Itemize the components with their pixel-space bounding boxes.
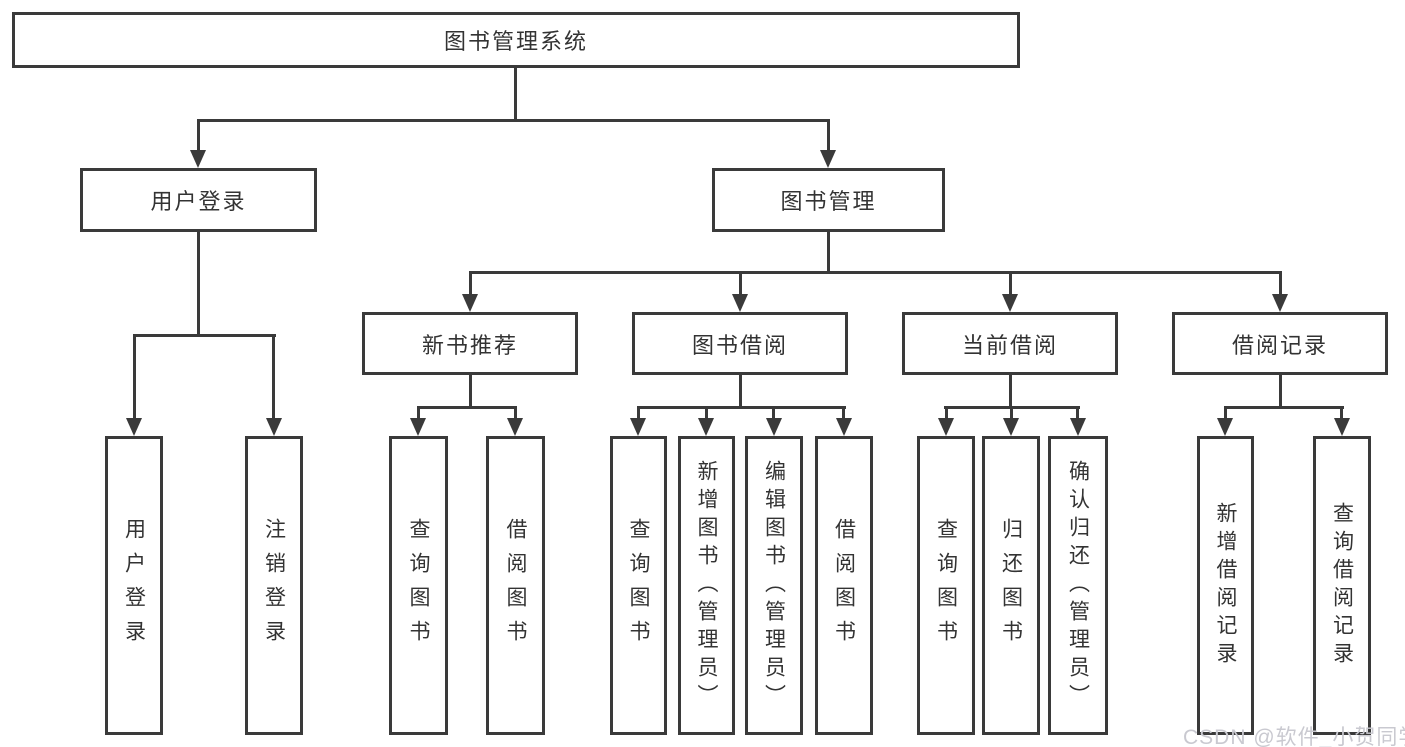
arrowhead-login [190,150,206,168]
leaf-newbook-borrow: 借阅图书 [486,436,545,735]
edge-records-trunk [1279,375,1282,408]
node-new-book-recommend: 新书推荐 [362,312,578,375]
edge-current-trunk [1009,375,1012,408]
edge-level3-bar [469,271,1282,274]
leaf-borrow-query: 查询图书 [610,436,667,735]
edge-mgmt-trunk [827,232,830,273]
edge-stem-leaf-b1 [514,406,517,420]
edge-stem-leaf-c3 [842,406,845,420]
edge-level2-bar [197,119,830,122]
edge-newbook-bar [417,406,517,409]
leaf-borrow-edit-admin: 编辑图书（管理员） [745,436,803,735]
node-book-borrow: 图书借阅 [632,312,848,375]
edge-stem-leaf-d1 [1010,406,1013,420]
leaf-borrow-borrow: 借阅图书 [815,436,873,735]
arrowhead-leaf-b0 [410,418,426,436]
arrowhead-leaf-e0 [1217,418,1233,436]
edge-newbook-trunk [469,375,472,408]
edge-stem-mgmt [827,119,830,152]
node-book-management: 图书管理 [712,168,945,232]
edge-login-bar [133,334,276,337]
arrowhead-leaf-b1 [507,418,523,436]
edge-root-trunk [514,68,517,122]
arrowhead-leaf-d2 [1070,418,1086,436]
edge-stem-leaf-a0 [133,334,136,420]
edge-stem-login [197,119,200,152]
leaf-current-confirm-admin: 确认归还（管理员） [1048,436,1108,735]
arrowhead-leaf-a1 [266,418,282,436]
arrowhead-mgmt [820,150,836,168]
arrowhead-l3-2 [1002,294,1018,312]
leaf-borrow-add-admin: 新增图书（管理员） [678,436,735,735]
edge-login-trunk [197,232,200,336]
edge-records-bar [1224,406,1344,409]
edge-stem-leaf-b0 [417,406,420,420]
edge-stem-l3-1 [739,271,742,296]
arrowhead-leaf-e1 [1334,418,1350,436]
arrowhead-l3-0 [462,294,478,312]
edge-stem-leaf-c0 [637,406,640,420]
arrowhead-l3-1 [732,294,748,312]
edge-stem-leaf-a1 [272,334,275,420]
leaf-current-query: 查询图书 [917,436,975,735]
arrowhead-leaf-d0 [938,418,954,436]
arrowhead-leaf-d1 [1003,418,1019,436]
edge-stem-leaf-d0 [945,406,948,420]
edge-stem-leaf-c1 [705,406,708,420]
leaf-records-add: 新增借阅记录 [1197,436,1254,735]
arrowhead-leaf-c3 [836,418,852,436]
edge-stem-leaf-c2 [772,406,775,420]
edge-stem-leaf-e1 [1340,406,1343,420]
arrowhead-leaf-c1 [698,418,714,436]
arrowhead-leaf-c2 [766,418,782,436]
leaf-logout: 注销登录 [245,436,303,735]
edge-stem-l3-3 [1279,271,1282,296]
edge-stem-leaf-e0 [1224,406,1227,420]
csdn-watermark: CSDN @软件_小贺同学 [1183,726,1405,747]
leaf-user-login: 用户登录 [105,436,163,735]
edge-stem-l3-0 [469,271,472,296]
leaf-newbook-query: 查询图书 [389,436,448,735]
arrowhead-l3-3 [1272,294,1288,312]
edge-borrow-bar [637,406,846,409]
leaf-current-return: 归还图书 [982,436,1040,735]
node-borrow-records: 借阅记录 [1172,312,1388,375]
node-user-login: 用户登录 [80,168,317,232]
node-current-borrow: 当前借阅 [902,312,1118,375]
edge-borrow-trunk [739,375,742,408]
node-library-system: 图书管理系统 [12,12,1020,68]
edge-stem-leaf-d2 [1076,406,1079,420]
edge-stem-l3-2 [1009,271,1012,296]
arrowhead-leaf-a0 [126,418,142,436]
leaf-records-query: 查询借阅记录 [1313,436,1371,735]
arrowhead-leaf-c0 [630,418,646,436]
